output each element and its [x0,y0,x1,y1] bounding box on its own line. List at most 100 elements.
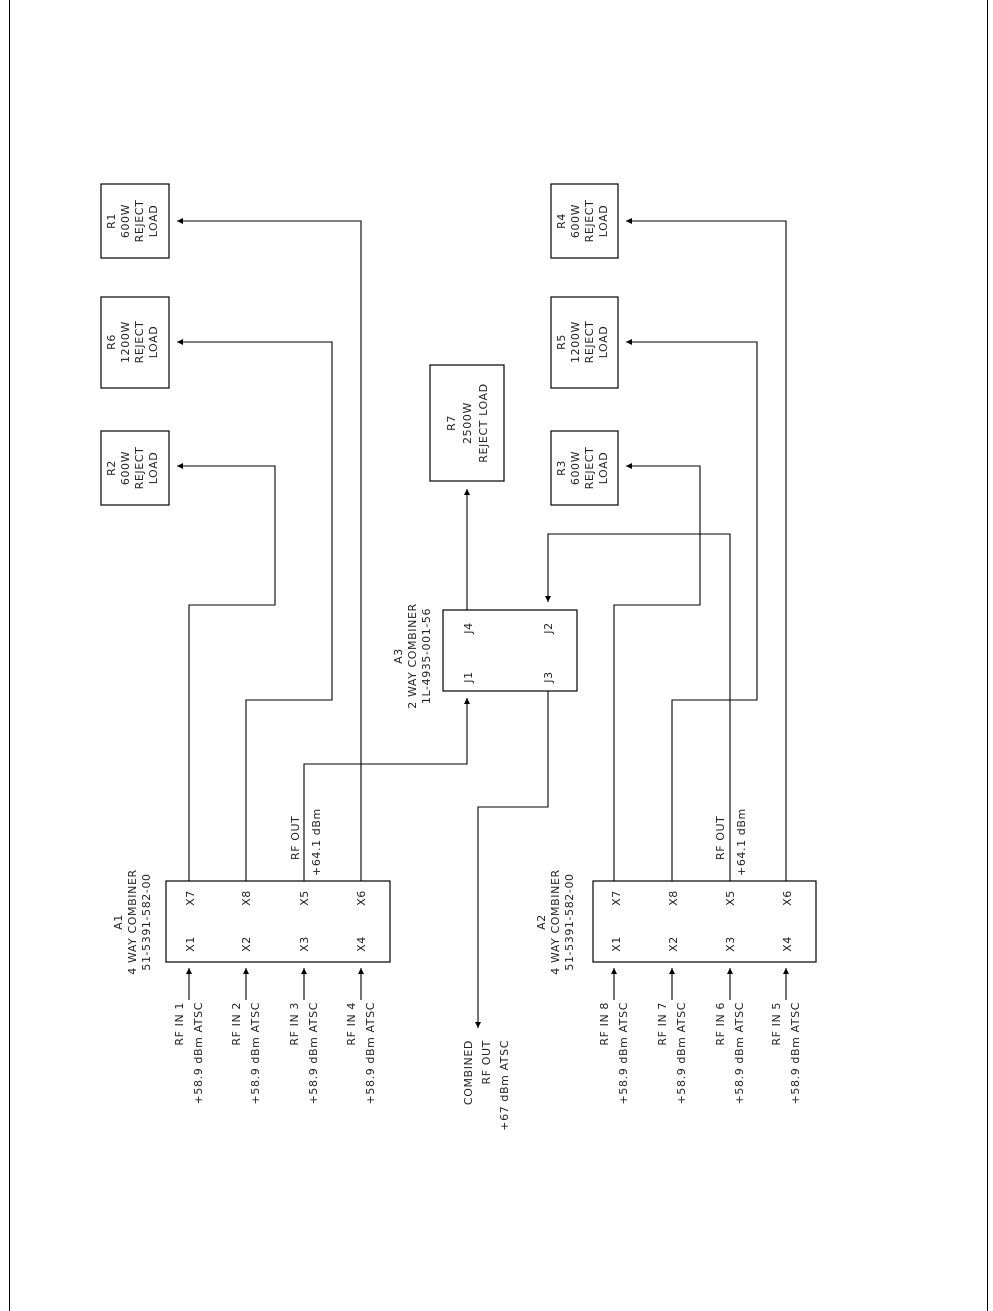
rf-in-level: +58.9 dBm ATSC [617,1002,630,1104]
port-label-x2: X2 [240,936,253,952]
combiner-part-number: 1L-4935-001-56 [420,608,433,704]
combiner-ref: A1 [112,914,125,930]
rf-in-name: RF IN 5 [770,1002,783,1046]
rf-in-name: RF IN 1 [173,1002,186,1046]
wire-a2-x6-to-r4 [626,218,787,881]
port-label-x7: X7 [184,890,197,906]
reject-load-r4: R4 600W REJECT LOAD [550,183,619,259]
rf-in-name: RF IN 8 [598,1002,611,1046]
load-label: REJECT LOAD [477,383,490,462]
load-label: REJECT [133,321,146,364]
combiner-a2: A2 4 WAY COMBINER 51-5391-582-00 X1 X2 X… [535,869,817,975]
port-label-x1: X1 [184,936,197,952]
rf-in-name: RF IN 6 [714,1002,727,1046]
rf-in-name: RF IN 3 [288,1002,301,1046]
rf-in-name: RF IN 7 [656,1002,669,1046]
port-label-j3: J3 [542,671,555,683]
port-label-x5: X5 [298,890,311,906]
port-label-x4: X4 [781,936,794,952]
load-power: 600W [119,204,132,238]
reject-load-r2: R2 600W REJECT LOAD [100,430,170,506]
wire-a1-x7-to-r2 [177,463,276,881]
port-label-x6: X6 [355,890,368,906]
rf-in-level: +58.9 dBm ATSC [249,1002,262,1104]
load-label: REJECT [583,447,596,490]
rf-in-name: RF IN 2 [230,1002,243,1046]
combiner-ref: A2 [535,914,548,930]
port-label-x5: X5 [724,890,737,906]
a2-input-labels: RF IN 8 +58.9 dBm ATSC RF IN 7 +58.9 dBm… [598,1002,802,1104]
port-label-j4: J4 [462,622,475,634]
port-label-x3: X3 [724,936,737,952]
wire-a2-x8-to-r5 [626,339,758,881]
a1-rf-out-label: RF OUT +64.1 dBm [289,808,323,876]
combined-label: COMBINED [462,1040,475,1105]
port-label-x1: X1 [610,936,623,952]
port-label-x6: X6 [781,890,794,906]
rf-in-level: +58.9 dBm ATSC [675,1002,688,1104]
combined-label: RF OUT [480,1040,493,1085]
load-power: 2500W [461,402,474,444]
load-label: REJECT [583,200,596,243]
combiner-ref: A3 [392,648,405,664]
load-ref: R3 [555,460,568,476]
rf-out-label: RF OUT [714,816,727,861]
load-power: 1200W [569,321,582,363]
load-ref: R1 [105,213,118,229]
rf-out-level: +64.1 dBm [735,808,748,876]
load-ref: R5 [555,334,568,350]
reject-load-r1: R1 600W REJECT LOAD [100,183,170,259]
load-ref: R6 [105,334,118,350]
combiner-a1: A1 4 WAY COMBINER 51-5391-582-00 X1 X2 X… [112,869,391,975]
rf-in-level: +58.9 dBm ATSC [307,1002,320,1104]
wire-a1-x8-to-r6 [177,339,333,881]
load-power: 600W [119,451,132,485]
port-label-x7: X7 [610,890,623,906]
load-label: REJECT [583,321,596,364]
reject-load-r6: R6 1200W REJECT LOAD [100,296,170,389]
load-power: 600W [569,204,582,238]
wire-a3-j3-to-combined-out [475,691,549,1028]
combiner-part-number: 51-5391-582-00 [140,873,153,970]
rf-in-level: +58.9 dBm ATSC [364,1002,377,1104]
wire-a2-x7-to-r3 [613,463,701,881]
rf-in-level: +58.9 dBm ATSC [192,1002,205,1104]
load-label: LOAD [597,205,610,238]
combiner-part-number: 51-5391-582-00 [563,873,576,970]
load-label: LOAD [147,205,160,238]
wire-a1-x5-to-a3-j1 [303,698,470,881]
wire-a1-x6-to-r1 [177,218,362,881]
reject-load-r5: R5 1200W REJECT LOAD [550,296,619,389]
rf-in-level: +58.9 dBm ATSC [789,1002,802,1104]
load-ref: R4 [555,213,568,229]
load-ref: R2 [105,460,118,476]
load-label: LOAD [597,452,610,485]
combiner-a3: A3 2 WAY COMBINER 1L-4935-001-56 J1 J4 J… [392,603,578,709]
load-label: LOAD [597,326,610,359]
load-label: REJECT [133,447,146,490]
load-label: LOAD [147,452,160,485]
load-ref: R7 [445,415,458,431]
rf-out-label: RF OUT [289,816,302,861]
combined-level: +67 dBm ATSC [498,1040,511,1131]
combiner-type: 2 WAY COMBINER [406,603,419,709]
port-label-x8: X8 [667,890,680,906]
port-label-x3: X3 [298,936,311,952]
page-border-left [9,0,10,1311]
port-label-x4: X4 [355,936,368,952]
page-border-right [987,0,988,1311]
rf-in-level: +58.9 dBm ATSC [733,1002,746,1104]
rf-in-name: RF IN 4 [345,1002,358,1046]
a1-input-labels: RF IN 1 +58.9 dBm ATSC RF IN 2 +58.9 dBm… [173,1002,377,1104]
rf-out-level: +64.1 dBm [310,808,323,876]
combined-rf-out-label: COMBINED RF OUT +67 dBm ATSC [462,1040,511,1131]
wire-a2-x5-to-a3-j2 [545,533,731,881]
load-label: LOAD [147,326,160,359]
port-label-x2: X2 [667,936,680,952]
load-power: 1200W [119,321,132,363]
reject-load-r3: R3 600W REJECT LOAD [550,430,619,506]
port-label-x8: X8 [240,890,253,906]
combiner-type: 4 WAY COMBINER [549,869,562,975]
combiner-type: 4 WAY COMBINER [126,869,139,975]
